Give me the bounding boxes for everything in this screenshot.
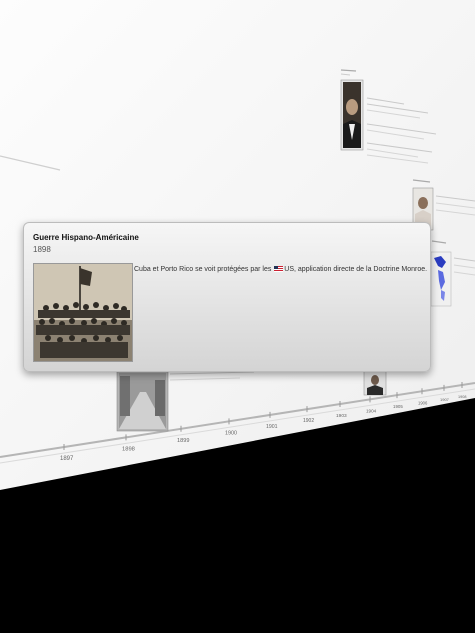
timeline-tick-label: 1908: [458, 395, 466, 399]
portrait-card-lower[interactable]: [363, 370, 387, 396]
event-title: Guerre Hispano-Américaine: [33, 233, 139, 242]
timeline-tick-label: 1900: [225, 430, 237, 436]
timeline-tick-label: 1904: [366, 408, 377, 413]
map-card-right[interactable]: [430, 240, 475, 307]
timeline-tick-label: 1903: [336, 413, 347, 419]
timeline-tick-label: 1907: [440, 397, 450, 402]
description-part-2: US, application directe de la Doctrine M…: [284, 266, 428, 273]
background-text-left: [0, 155, 61, 171]
soldiers-photo: [33, 263, 133, 362]
event-year: 1898: [33, 245, 51, 254]
timeline-tick-label: 1905: [393, 404, 403, 409]
us-flag-icon: [274, 266, 284, 272]
timeline-tick-label: 1901: [266, 424, 278, 430]
timeline-tick-label: 1906: [418, 400, 428, 405]
event-popup[interactable]: Guerre Hispano-Américaine 1898: [23, 222, 431, 372]
event-description: Cuba et Porto Rico se voit protégées par…: [134, 266, 427, 273]
description-part-1: Cuba et Porto Rico se voit protégées par…: [134, 266, 274, 273]
timeline-tick-label: 1898: [122, 446, 135, 452]
timeline-ticks: 1897 1898 1899 1900 1901 1902 1903 1904 1905 1906…: [60, 382, 466, 462]
timeline-axis: [0, 382, 475, 458]
timeline-tick-label: 1897: [60, 456, 74, 462]
portrait-card-top[interactable]: [340, 69, 437, 164]
timeline-tick-label: 1902: [303, 418, 314, 424]
street-photo-card[interactable]: [116, 370, 255, 432]
timeline-tick-label: 1899: [177, 438, 189, 444]
